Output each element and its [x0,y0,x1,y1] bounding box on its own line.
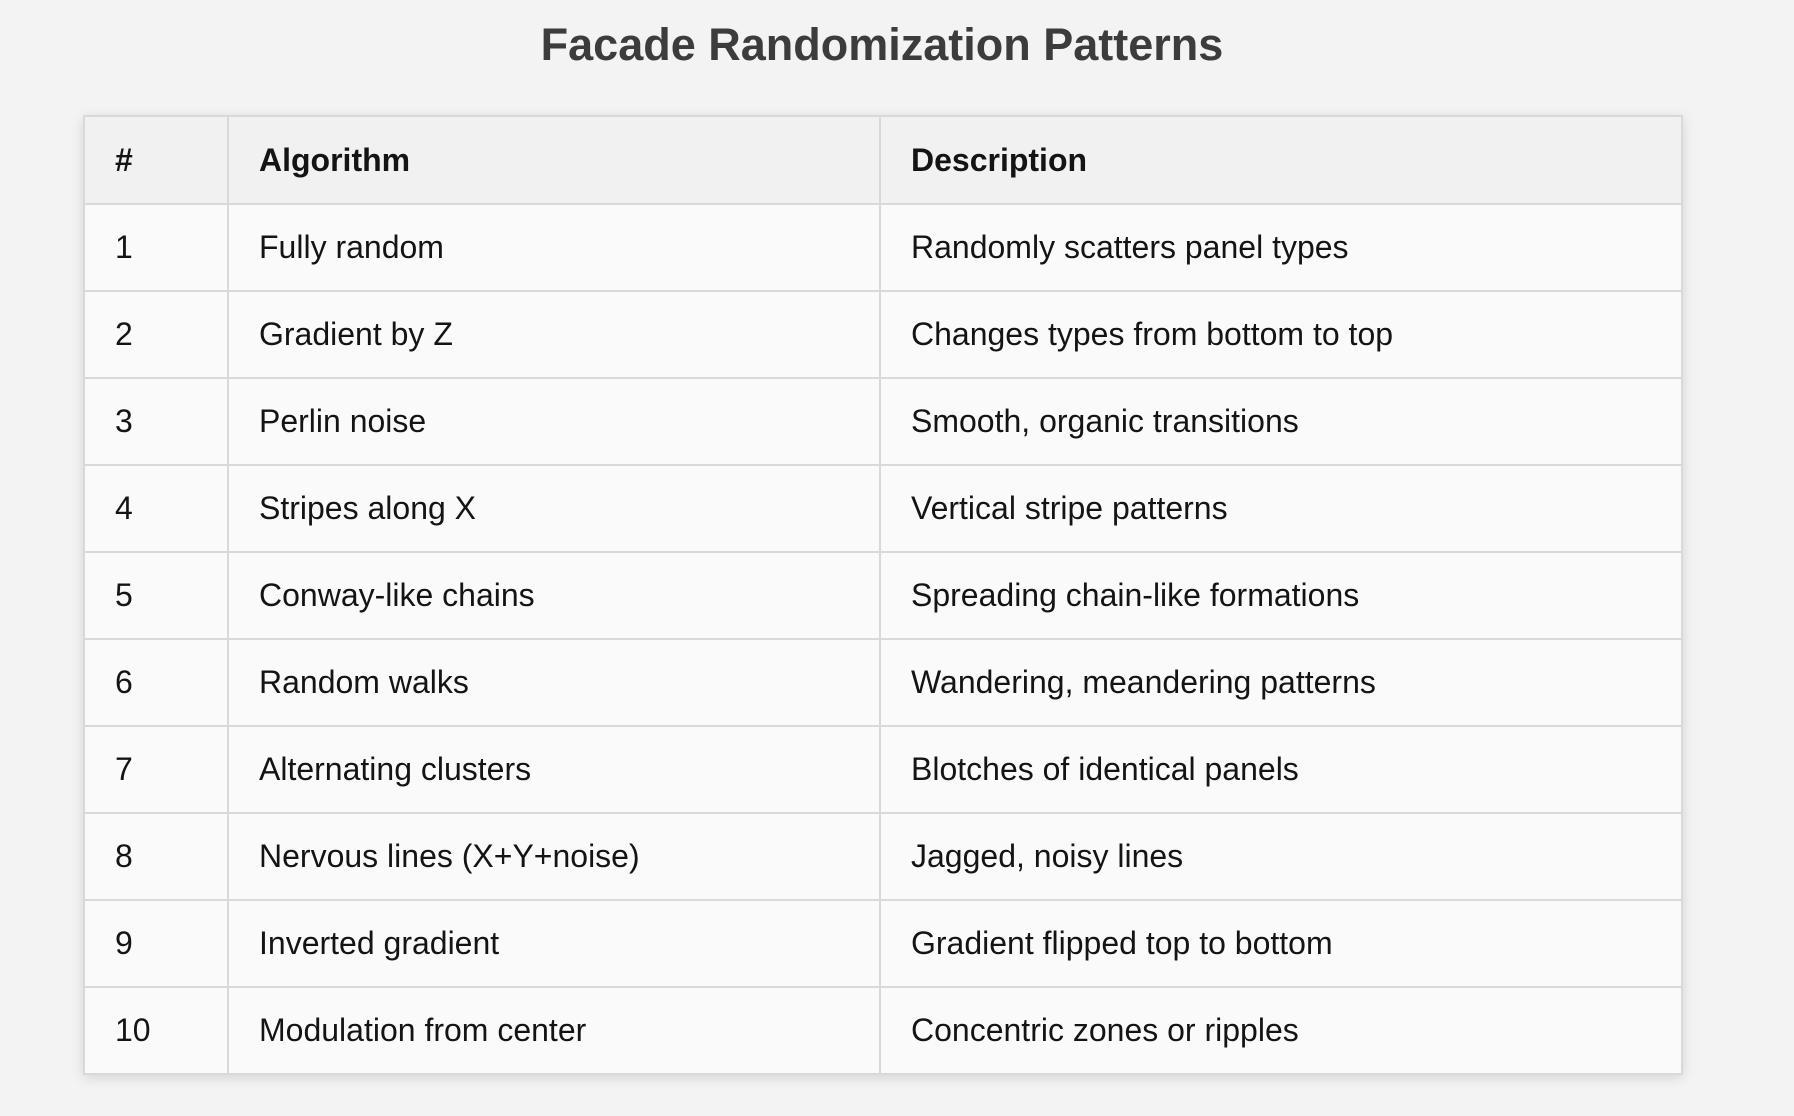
table-row: 4 Stripes along X Vertical stripe patter… [83,464,1683,553]
cell-algorithm: Gradient by Z [227,290,881,379]
cell-algorithm: Perlin noise [227,377,881,466]
cell-description: Spreading chain-like formations [879,551,1683,640]
table-row: 6 Random walks Wandering, meandering pat… [83,638,1683,727]
table-body: 1 Fully random Randomly scatters panel t… [83,203,1683,1075]
cell-description: Smooth, organic transitions [879,377,1683,466]
cell-number: 4 [83,464,229,553]
cell-algorithm: Nervous lines (X+Y+noise) [227,812,881,901]
table-row: 10 Modulation from center Concentric zon… [83,986,1683,1075]
header-row: # Algorithm Description [83,115,1683,205]
page-title: Facade Randomization Patterns [540,19,1224,70]
cell-algorithm: Inverted gradient [227,899,881,988]
cell-algorithm: Random walks [227,638,881,727]
cell-algorithm: Conway-like chains [227,551,881,640]
table-row: 9 Inverted gradient Gradient flipped top… [83,899,1683,988]
table-row: 3 Perlin noise Smooth, organic transitio… [83,377,1683,466]
column-header-algorithm: Algorithm [227,115,881,205]
table-row: 2 Gradient by Z Changes types from botto… [83,290,1683,379]
cell-number: 1 [83,203,229,292]
cell-number: 2 [83,290,229,379]
cell-description: Randomly scatters panel types [879,203,1683,292]
cell-description: Vertical stripe patterns [879,464,1683,553]
cell-description: Gradient flipped top to bottom [879,899,1683,988]
cell-number: 9 [83,899,229,988]
table-header: # Algorithm Description [83,115,1683,205]
cell-number: 8 [83,812,229,901]
cell-number: 10 [83,986,229,1075]
table-row: 5 Conway-like chains Spreading chain-lik… [83,551,1683,640]
column-header-number: # [83,115,229,205]
column-header-description: Description [879,115,1683,205]
table-row: 8 Nervous lines (X+Y+noise) Jagged, nois… [83,812,1683,901]
patterns-table: # Algorithm Description 1 Fully random R… [83,115,1683,1075]
cell-algorithm: Fully random [227,203,881,292]
cell-number: 3 [83,377,229,466]
cell-algorithm: Modulation from center [227,986,881,1075]
table-row: 7 Alternating clusters Blotches of ident… [83,725,1683,814]
cell-description: Blotches of identical panels [879,725,1683,814]
cell-number: 6 [83,638,229,727]
cell-number: 7 [83,725,229,814]
cell-description: Jagged, noisy lines [879,812,1683,901]
cell-algorithm: Stripes along X [227,464,881,553]
cell-description: Changes types from bottom to top [879,290,1683,379]
cell-algorithm: Alternating clusters [227,725,881,814]
cell-description: Wandering, meandering patterns [879,638,1683,727]
table-row: 1 Fully random Randomly scatters panel t… [83,203,1683,292]
cell-number: 5 [83,551,229,640]
cell-description: Concentric zones or ripples [879,986,1683,1075]
